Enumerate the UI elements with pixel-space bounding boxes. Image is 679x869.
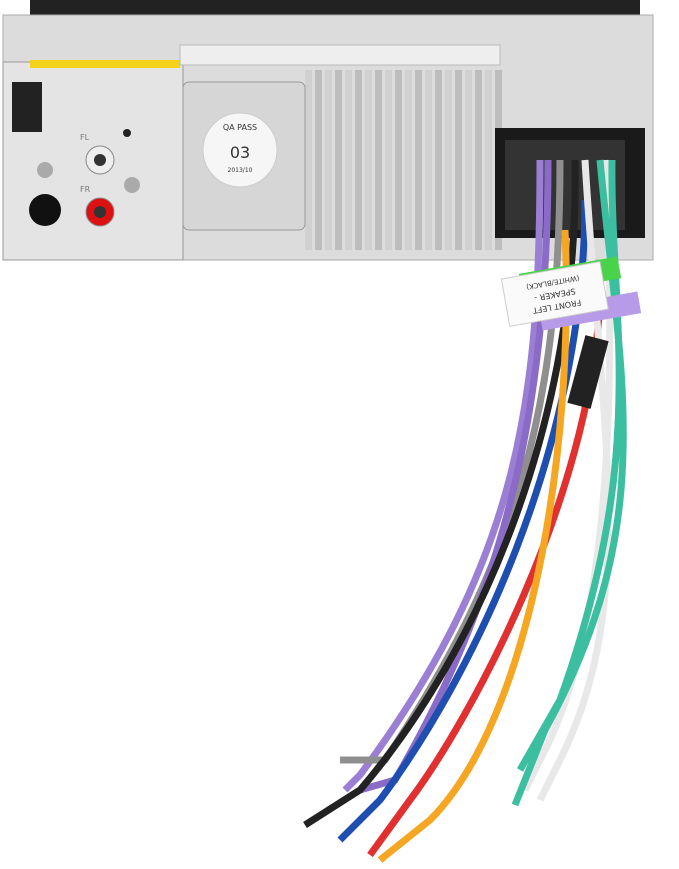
fl-label: FL	[80, 133, 90, 142]
qa-sticker	[202, 112, 278, 188]
heatsink-fin	[315, 70, 322, 250]
info-label	[179, 44, 501, 66]
heatsink-fin	[435, 70, 442, 250]
screw-icon	[37, 162, 53, 178]
rca-front-left-pin	[94, 154, 106, 166]
black-wire-tag	[567, 335, 609, 409]
heatsink-fin	[345, 70, 352, 250]
wire	[511, 159, 627, 807]
mic-hole	[123, 129, 131, 137]
wire	[377, 229, 570, 863]
heatsink-fin	[415, 70, 422, 250]
front-left-speaker-tag: FRONT LEFT SPEAKER - (WHITE/BLACK)	[500, 261, 609, 327]
heatsink-fin	[335, 70, 342, 250]
heatsink-fin	[375, 70, 382, 250]
wire	[516, 159, 623, 772]
heatsink-fin	[365, 70, 372, 250]
qa-sticker-date: 2013/10	[228, 167, 253, 174]
heatsink-fin	[425, 70, 432, 250]
qa-sticker-number: 03	[230, 143, 250, 162]
fr-label: FR	[80, 185, 91, 194]
heatsink	[305, 70, 502, 250]
screw-icon	[124, 177, 140, 193]
heatsink-fin	[465, 70, 472, 250]
heatsink-fin	[385, 70, 392, 250]
heatsink-fin	[445, 70, 452, 250]
heatsink-fin	[455, 70, 462, 250]
heatsink-fin	[395, 70, 402, 250]
heatsink-fin	[485, 70, 492, 250]
heatsink-fin	[405, 70, 412, 250]
heatsink-fin	[325, 70, 332, 250]
antenna-jack	[29, 194, 61, 226]
wire	[342, 159, 544, 793]
rca-front-right-pin	[94, 206, 106, 218]
warning-sticker	[30, 60, 180, 68]
qa-sticker-top: QA PASS	[223, 123, 257, 132]
heatsink-fin	[355, 70, 362, 250]
heatsink-fin	[475, 70, 482, 250]
heatsink-fin	[305, 70, 312, 250]
antenna-bracket	[12, 82, 42, 132]
front-bezel-edge	[30, 0, 640, 18]
